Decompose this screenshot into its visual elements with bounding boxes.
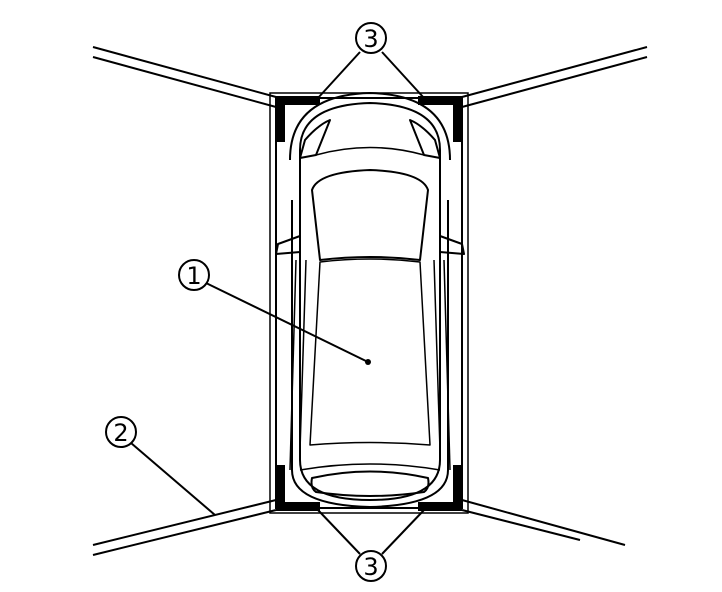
parking-lines [92,46,648,556]
callout-vehicle-label: 1 [186,262,201,290]
parking-line-top-left [92,46,277,108]
vehicle [275,92,465,508]
corner-marker-bottom-left [276,465,320,511]
parking-line-bottom-right [461,499,626,546]
mirror-left [275,235,301,255]
mirror-right [439,235,465,255]
callout-parking-line-label: 2 [113,419,128,447]
callout-markers-bottom: 3 [317,509,425,582]
vehicle-body-outer [299,102,441,501]
headlight-left [299,119,331,159]
parking-line-top-right [461,46,648,108]
corner-marker-top-right [418,96,462,142]
corner-markers [276,96,462,511]
headlight-right [409,119,441,159]
callout-vehicle: 1 [178,259,371,365]
callout-markers-top-label: 3 [363,25,378,53]
callout-markers-top: 3 [317,22,425,99]
corner-marker-top-left [276,96,320,142]
parking-line-bottom-left [92,499,277,556]
corner-marker-bottom-right [418,465,462,511]
vehicle-body-inner [291,200,449,508]
roof [309,258,431,446]
callout-parking-line: 2 [105,416,216,516]
windshield [311,169,429,261]
callout-markers-bottom-label: 3 [363,553,378,581]
rear-window [310,470,430,497]
